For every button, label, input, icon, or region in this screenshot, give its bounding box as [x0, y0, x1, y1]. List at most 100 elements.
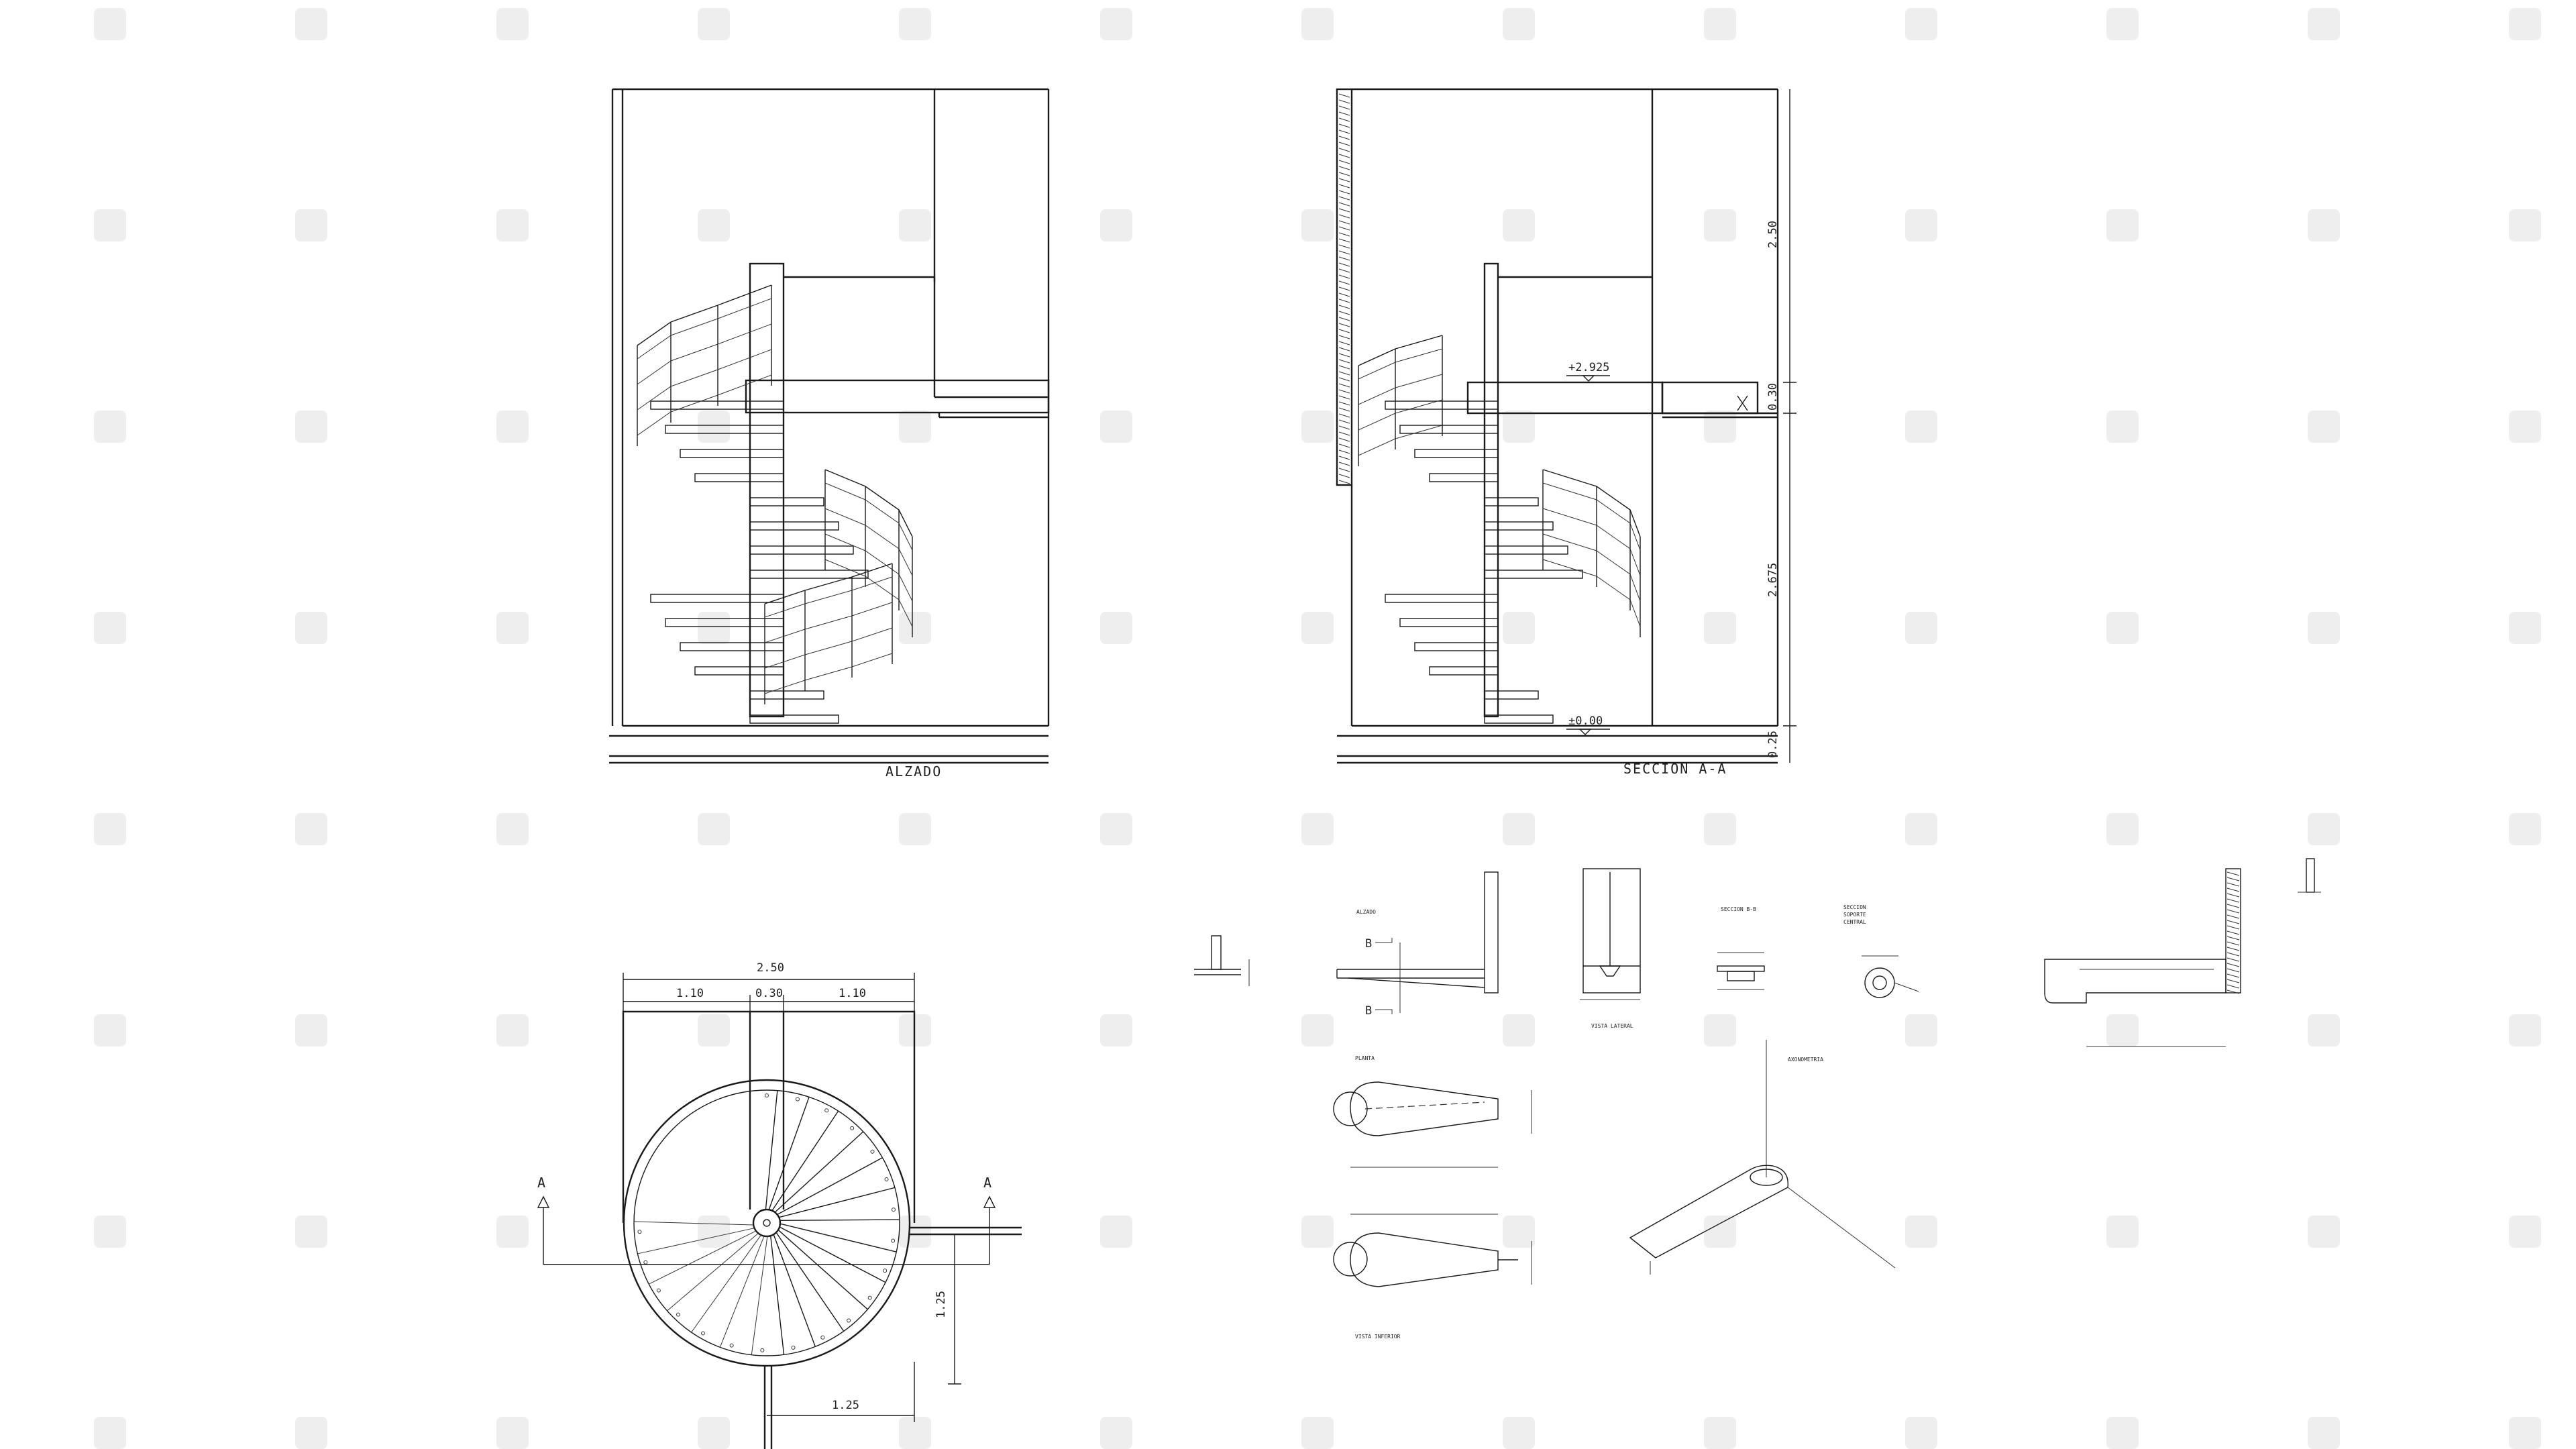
watermark-mark — [1704, 1216, 1736, 1248]
baluster-dot — [824, 1108, 829, 1113]
watermark-mark — [1503, 411, 1535, 443]
hatch-line — [1338, 383, 1350, 388]
hatch-line — [2226, 909, 2240, 914]
hatch-line — [1338, 299, 1350, 303]
hatch-line — [1338, 365, 1350, 370]
watermark-mark — [899, 1216, 931, 1248]
hatch-line — [2226, 893, 2240, 898]
watermark-mark — [1301, 1417, 1334, 1449]
watermark-mark — [2106, 411, 2139, 443]
watermark-mark — [1905, 1216, 1937, 1248]
tread — [1414, 642, 1499, 651]
watermark-mark — [496, 411, 529, 443]
watermark-mark — [698, 1417, 730, 1449]
rail — [637, 298, 772, 360]
watermark-mark — [295, 813, 327, 845]
hatch-line — [1338, 105, 1350, 110]
watermark-mark — [1100, 1216, 1132, 1248]
hatch-line — [1338, 262, 1350, 267]
hatch-line — [1338, 311, 1350, 315]
plan-tread — [773, 1234, 816, 1347]
watermark-mark — [2509, 1216, 2541, 1248]
hatch-line — [1338, 268, 1350, 273]
baluster-dot — [701, 1331, 705, 1336]
watermark-mark — [1905, 1417, 1937, 1449]
baluster-dot — [891, 1238, 896, 1243]
hatch-line — [1338, 190, 1350, 195]
hatch-line — [2226, 984, 2240, 989]
section-handrail — [1358, 335, 1641, 637]
hatch-line — [2226, 973, 2240, 978]
detail-inferior-label: VISTA INFERIOR — [1355, 1334, 1401, 1340]
hatch-line — [1338, 413, 1350, 418]
elevation-steps — [650, 400, 869, 724]
handrail-top — [1542, 469, 1641, 537]
rail — [824, 559, 913, 627]
watermark-mark — [899, 411, 931, 443]
hatch-line — [1338, 214, 1350, 219]
watermark-mark — [94, 813, 126, 845]
watermark-mark — [94, 612, 126, 644]
baluster-dot — [643, 1260, 648, 1265]
plan-treads — [633, 1090, 900, 1355]
watermark-mark — [698, 209, 730, 241]
rail — [1542, 559, 1641, 627]
watermark-pattern — [94, 8, 2541, 1449]
tread — [1429, 473, 1499, 482]
watermark-mark — [2308, 411, 2340, 443]
watermark-mark — [1100, 813, 1132, 845]
watermark-mark — [2509, 209, 2541, 241]
watermark-mark — [698, 1216, 730, 1248]
baluster-dot — [676, 1312, 681, 1317]
tread — [749, 497, 824, 506]
watermark-mark — [698, 813, 730, 845]
watermark-mark — [94, 1216, 126, 1248]
watermark-mark — [2106, 209, 2139, 241]
watermark-mark — [1100, 1014, 1132, 1046]
tread — [650, 594, 784, 603]
section-view: +2.925 ±0.00 2.50 0.30 2.675 0.25 SECCIO… — [1336, 88, 1796, 777]
watermark-mark — [496, 1216, 529, 1248]
rail — [764, 602, 893, 643]
watermark-mark — [2308, 1417, 2340, 1449]
hatch-line — [1338, 329, 1350, 333]
rail — [1358, 399, 1443, 431]
hatch-line — [1338, 425, 1350, 430]
watermark-mark — [1905, 411, 1937, 443]
watermark-mark — [2106, 1014, 2139, 1046]
watermark-mark — [1503, 813, 1535, 845]
plan-tread — [649, 1230, 757, 1285]
watermark-mark — [1100, 612, 1132, 644]
rail — [637, 374, 772, 436]
hatch-line — [1338, 142, 1350, 146]
hatch-line — [2226, 947, 2240, 951]
hatch-line — [1338, 335, 1350, 339]
hatch-line — [1338, 341, 1350, 345]
hatch-line — [2226, 882, 2240, 887]
bracket-hatch — [2226, 871, 2240, 994]
dim-left: 1.10 — [676, 987, 704, 1000]
watermark-mark — [1704, 1417, 1736, 1449]
watermark-mark — [2308, 8, 2340, 40]
watermark-mark — [94, 8, 126, 40]
hatch-line — [1338, 220, 1350, 225]
watermark-mark — [1301, 8, 1334, 40]
watermark-mark — [94, 209, 126, 241]
watermark-mark — [698, 1014, 730, 1046]
detail-soporte-3: CENTRAL — [1843, 919, 1866, 925]
hatch-line — [1338, 480, 1350, 484]
dim-right: 1.10 — [839, 987, 866, 1000]
dim-slab: 0.30 — [1766, 383, 1780, 411]
detail-soporte-2: SOPORTE — [1843, 912, 1866, 918]
hatch-line — [1338, 359, 1350, 364]
baluster-dot — [760, 1348, 765, 1352]
baluster-dot — [867, 1295, 872, 1300]
hatch-line — [1338, 462, 1350, 466]
watermark-mark — [698, 8, 730, 40]
tread — [1414, 449, 1499, 458]
hatch-line — [2226, 979, 2240, 983]
watermark-mark — [698, 411, 730, 443]
tread — [1399, 618, 1499, 627]
watermark-mark — [1905, 209, 1937, 241]
rail — [637, 349, 772, 411]
